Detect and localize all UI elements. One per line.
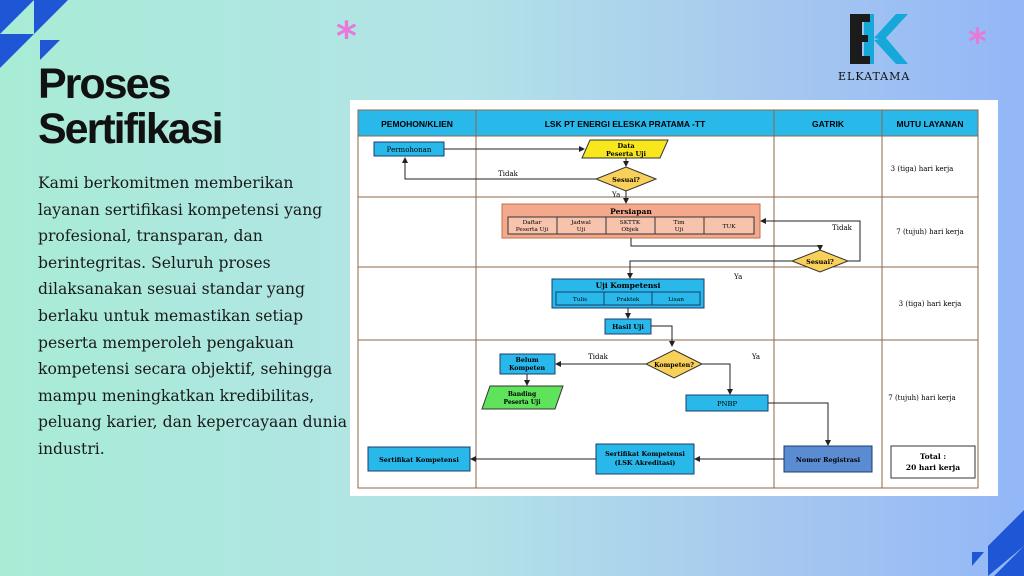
title-line-2: Sertifikasi [38,105,224,153]
permohonan-label: Permohonan [387,146,432,154]
persiapan-items: Daftar Peserta Uji Jadwal Uji SKTTK Obje… [507,216,755,235]
sertifikat-lsk-line2: (LSK Akreditasi) [615,459,676,467]
persiapan-item: Peserta Uji [516,227,549,233]
persiapan-item: Tim [673,220,685,226]
mutu-row-2: 7 (tujuh) hari kerja [896,228,963,236]
asterisk-decoration: * [336,14,357,60]
header-gatrik: GATRIK [812,119,845,129]
flowchart-panel: PEMOHON/KLIEN LSK PT ENERGI ELESKA PRATA… [350,100,998,496]
belum-line2: Kompeten [509,365,546,372]
ya-label-3: Ya [751,353,760,361]
uji-item: Praktek [617,297,640,303]
ya-label-1: Ya [611,191,620,199]
sesuai-diamond-2 [790,249,850,273]
brand-name: ELKATAMA [838,70,911,83]
description-paragraph: Kami berkomitmen memberikan layanan sert… [38,174,347,458]
total-line1: Total : [920,452,947,461]
kompeten-diamond [644,349,704,379]
tidak-label-2: Tidak [832,224,853,232]
flowchart-diagram: PEMOHON/KLIEN LSK PT ENERGI ELESKA PRATA… [357,109,979,489]
persiapan-item: TUK [722,224,736,230]
sertifikat-lsk-box [595,443,695,475]
hasil-uji-label: Hasil Uji [612,323,644,331]
header-row [357,109,979,137]
sertifikat-lsk-line1: Sertifikat Kompetensi [605,450,685,458]
uji-item: Lisan [668,297,684,303]
persiapan-item: Daftar [523,220,542,226]
sesuai-label-2: Sesuai? [806,258,834,266]
banding-line2: Peserta Uji [504,399,542,406]
page-title: Proses Sertifikasi [38,60,224,153]
uji-kompetensi-title: Uji Kompetensi [596,281,661,290]
total-box [890,445,976,479]
elkatama-logo [834,10,929,85]
header-mutu: MUTU LAYANAN [897,119,964,129]
corner-triangles-top-left [0,0,68,68]
title-line-1: Proses [38,60,171,108]
nomor-registrasi-label: Nomor Registrasi [796,456,861,464]
asterisk-decoration: * [968,22,987,63]
data-peserta-box [581,139,669,159]
banding-box [481,385,564,410]
persiapan-item: Uji [577,227,586,233]
kompeten-label: Kompeten? [654,362,694,369]
mutu-row-3: 3 (tiga) hari kerja [899,300,962,308]
sesuai-label-1: Sesuai? [612,176,640,184]
persiapan-item: SKTTK [620,220,641,226]
persiapan-title: Persiapan [610,207,652,216]
data-peserta-line2: Peserta Uji [606,150,647,158]
tidak-label-1: Tidak [498,170,519,178]
sertifikat-klien-label: Sertifikat Kompetensi [379,456,459,464]
header-lsk: LSK PT ENERGI ELESKA PRATAMA -TT [545,119,706,129]
ya-label-2: Ya [733,273,742,281]
pnbp-label: PNBP [717,400,738,408]
banding-line1: Banding [508,391,537,398]
tidak-label-3: Tidak [588,353,609,361]
belum-line1: Belum [516,357,539,364]
data-peserta-line1: Data [617,142,635,150]
corner-triangles-bottom-right [972,510,1024,576]
nomor-registrasi-box [783,445,873,473]
uji-item: Tulis [573,297,587,303]
mutu-row-4: 7 (tujuh) hari kerja [888,394,955,402]
total-line2: 20 hari kerja [906,463,960,472]
persiapan-item: Jadwal [570,220,591,226]
persiapan-item: Objek [621,227,639,233]
mutu-row-1: 3 (tiga) hari kerja [891,165,954,173]
header-pemohon: PEMOHON/KLIEN [381,119,453,129]
sertifikat-klien-box [367,446,471,472]
persiapan-item: Uji [675,227,684,233]
